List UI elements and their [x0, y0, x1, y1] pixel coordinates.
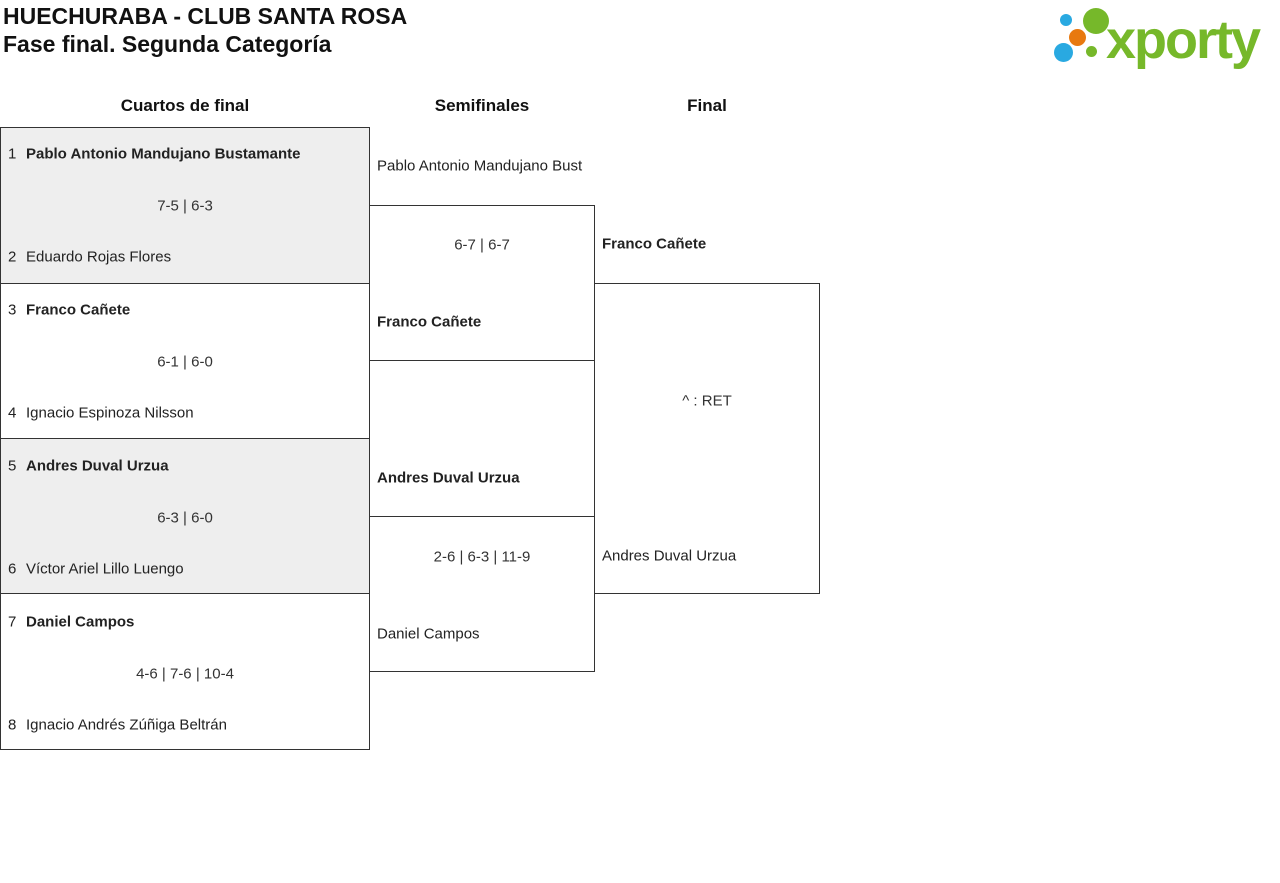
player-name: Andres Duval Urzua: [26, 457, 169, 475]
page-title: HUECHURABA - CLUB SANTA ROSA: [3, 3, 408, 29]
match-box-final: [594, 283, 820, 594]
seed-number: 1: [8, 145, 17, 163]
match-box-qf1: [0, 127, 370, 284]
player-name: Ignacio Espinoza Nilsson: [26, 404, 194, 422]
player-row: Franco Cañete: [602, 236, 814, 253]
seed-number: 2: [8, 248, 17, 266]
player-row: 4 Ignacio Espinoza Nilsson: [8, 405, 362, 422]
match-score: 6-1 | 6-0: [157, 353, 213, 371]
player-name: Pablo Antonio Mandujano Bustamante: [26, 145, 301, 163]
player-name: Franco Cañete: [602, 235, 707, 253]
player-name: Eduardo Rojas Flores: [26, 248, 172, 266]
brand-name: xporty: [1106, 10, 1261, 70]
player-name: Andres Duval Urzua: [377, 469, 520, 487]
match-score: 7-5 | 6-3: [157, 197, 213, 215]
seed-number: 3: [8, 301, 17, 319]
player-name: Franco Cañete: [26, 301, 131, 319]
seed-number: 5: [8, 457, 17, 475]
round-header-semifinals: Semifinales: [434, 96, 530, 115]
match-score: ^ : RET: [682, 392, 732, 410]
logo-dot-blue-large-icon: [1054, 43, 1073, 62]
player-name: Daniel Campos: [26, 613, 135, 631]
player-row: Andres Duval Urzua: [377, 470, 589, 487]
player-name: Víctor Ariel Lillo Luengo: [26, 560, 184, 578]
player-row: 5 Andres Duval Urzua: [8, 458, 362, 475]
player-row: 1 Pablo Antonio Mandujano Bustamante: [8, 146, 362, 163]
player-name: Franco Cañete: [377, 313, 482, 331]
seed-number: 8: [8, 716, 17, 734]
match-box-sf2: [369, 516, 595, 672]
match-score: 6-3 | 6-0: [157, 509, 213, 527]
player-row: Pablo Antonio Mandujano Bust: [377, 158, 589, 175]
player-row: Franco Cañete: [377, 314, 589, 331]
round-header-quarterfinals: Cuartos de final: [120, 96, 250, 115]
logo-dot-orange-icon: [1069, 29, 1086, 46]
player-name: Ignacio Andrés Zúñiga Beltrán: [26, 716, 227, 734]
seed-number: 4: [8, 404, 17, 422]
match-box-qf3: [0, 438, 370, 594]
logo-dot-blue-small-icon: [1060, 14, 1072, 26]
player-row: 3 Franco Cañete: [8, 302, 362, 319]
player-row: 8 Ignacio Andrés Zúñiga Beltrán: [8, 717, 362, 734]
player-name: Andres Duval Urzua: [602, 547, 737, 565]
player-row: 6 Víctor Ariel Lillo Luengo: [8, 561, 362, 578]
player-row: 2 Eduardo Rojas Flores: [8, 249, 362, 266]
match-score: 4-6 | 7-6 | 10-4: [136, 665, 234, 683]
player-row: Andres Duval Urzua: [602, 548, 814, 565]
page-subtitle: Fase final. Segunda Categoría: [3, 31, 332, 57]
match-box-sf1: [369, 205, 595, 361]
logo-dot-green-small-icon: [1086, 46, 1097, 57]
player-row: 7 Daniel Campos: [8, 614, 362, 631]
round-header-final: Final: [687, 96, 727, 115]
logo-dot-green-large-icon: [1083, 8, 1109, 34]
seed-number: 6: [8, 560, 17, 578]
seed-number: 7: [8, 613, 17, 631]
player-row: Daniel Campos: [377, 626, 589, 643]
player-name: Pablo Antonio Mandujano Bust: [377, 157, 583, 175]
match-score: 6-7 | 6-7: [454, 236, 510, 254]
player-name: Daniel Campos: [377, 625, 480, 643]
match-score: 2-6 | 6-3 | 11-9: [433, 548, 531, 566]
